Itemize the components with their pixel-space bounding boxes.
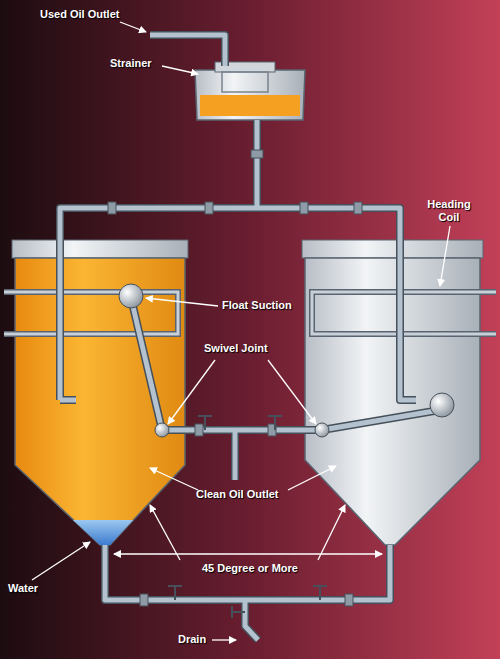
part-label: Strainer — [110, 57, 152, 70]
part-label: Drain — [178, 633, 206, 646]
part-label: Water — [8, 582, 38, 595]
outlet-label: Used Oil Outlet — [40, 8, 119, 21]
part-label: Float Suction — [222, 299, 292, 312]
outlet-label: Clean Oil Outlet — [196, 488, 279, 501]
part-label: Swivel Joint — [204, 342, 268, 355]
part-label: Heading Coil — [418, 198, 480, 224]
dimension-label: 45 Degree or More — [202, 562, 298, 575]
